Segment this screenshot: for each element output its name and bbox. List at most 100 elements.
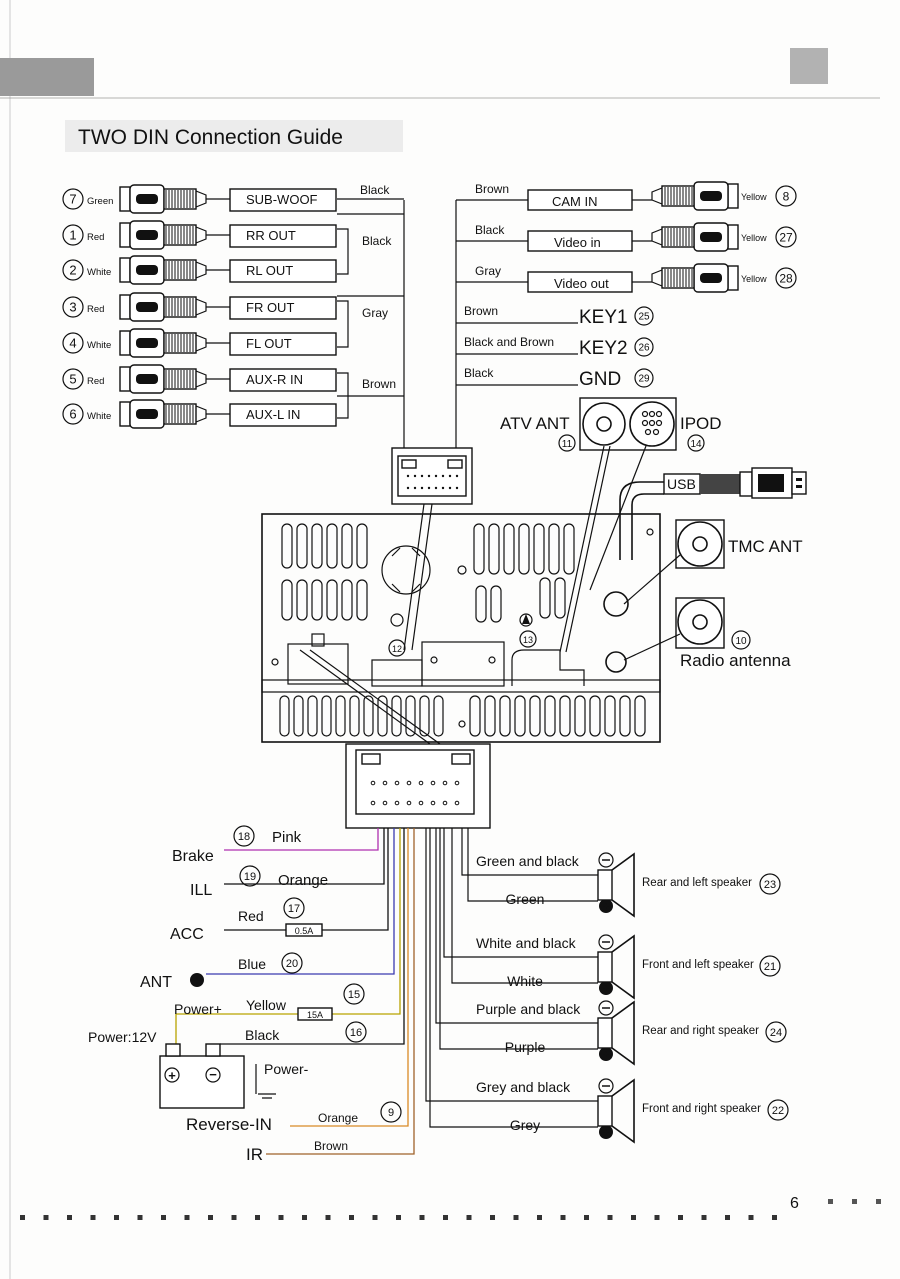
atv-ipod-port [579,397,677,451]
radio-antenna-port [623,597,725,661]
title-band [65,120,403,152]
rca-number-6: 6 [69,407,76,422]
rca-color-label: Red [87,304,104,315]
rca-wire-color: Brown [362,377,396,391]
page-number: 6 [790,1195,799,1212]
usb-label: USB [667,476,696,492]
radio-number: 10 [735,636,747,647]
unit-port-12: 12 [392,644,402,654]
rca-color-label: Yellow [741,233,767,243]
key-wire-color: Brown [464,304,498,318]
key-wire-color: Black [464,366,494,380]
rca-signal-label: FR OUT [246,300,294,315]
ir-label: IR [246,1145,263,1164]
header-bar-left [0,58,94,96]
speaker-pos-wire: Purple [505,1039,546,1055]
rca-signal-label: AUX-R IN [246,372,303,387]
rca-signal-label: AUX-L IN [246,407,300,422]
speaker-neg-wire: White and black [476,935,577,951]
rca-signal-label: CAM IN [552,194,598,209]
page-title: TWO DIN Connection Guide [78,126,343,149]
rca-number-2: 2 [69,263,76,278]
speaker-pos-wire: Grey [510,1117,540,1133]
header-bar-right [790,48,828,84]
rca-signal-label: RR OUT [246,228,296,243]
rca-number-8: 8 [783,189,790,203]
key-gnd: Black GND 29 [456,366,654,390]
svg-text:+: + [603,1127,609,1139]
rca-signal-label: Video out [554,276,609,291]
rca-wire-color: Gray [475,264,501,278]
reverse-label: Reverse-IN [186,1115,272,1134]
brake-wire-color: Pink [272,829,302,846]
rca-color-label: Red [87,232,104,243]
ill-wire-color: Orange [278,872,328,889]
key-number-29: 29 [638,374,650,385]
speaker-neg-wire: Grey and black [476,1079,571,1095]
reverse-wire-color: Orange [318,1111,358,1125]
svg-text:+: + [603,1049,609,1061]
rca-signal-label: RL OUT [246,263,293,278]
rca-signal-label: FL OUT [246,336,292,351]
power-supply-label: Power:12V [88,1029,157,1045]
power-plus-wire-color: Yellow [246,997,287,1013]
ir-wire-color: Brown [314,1139,348,1153]
rca-color-label: Yellow [741,274,767,284]
rca-signal-label: SUB-WOOF [246,192,318,207]
rca-wire-color: Black [362,234,392,248]
speaker-neg-wire: Purple and black [476,1001,581,1017]
speaker-pos-wire: Green [506,891,545,907]
speaker-label: Rear and right speaker [642,1025,759,1037]
unit-port-13: 13 [523,635,533,645]
rca-number-28: 28 [779,271,793,285]
rca-sub-woof: 7 Green SUB-WOOF Black [62,183,390,214]
acc-number: 17 [288,903,300,915]
rca-signal-label: Video in [554,235,601,250]
rca-wire-color: Black [360,183,390,197]
atv-ant-label: ATV ANT [500,414,570,433]
ant-number: 20 [286,958,298,970]
battery: + − [159,1043,276,1109]
speaker-number-23: 23 [764,879,776,891]
svg-text:+: + [603,901,609,913]
rca-wire-color: Gray [362,306,388,320]
rca-number-3: 3 [69,300,76,315]
black-wire-color: Black [245,1027,280,1043]
svg-text:+: + [168,1068,176,1083]
key-wire-color: Black and Brown [464,335,554,349]
rca-number-7: 7 [69,192,76,207]
power-plus-number: 15 [348,989,360,1001]
bottom-harness-connector [345,743,491,829]
key-label: GND [579,369,621,390]
speaker-neg-wire: Green and black [476,853,580,869]
svg-text:+: + [193,974,200,988]
power-plus-label: Power+ [174,1001,222,1017]
rca-color-label: Red [87,376,104,387]
acc-fuse: 0.5A [295,926,314,936]
speaker-label: Rear and left speaker [642,877,752,889]
black-number: 16 [350,1027,362,1039]
rca-number-27: 27 [779,230,793,244]
ant-wire-color: Blue [238,956,266,972]
tmc-ant-label: TMC ANT [728,537,803,556]
reverse-number: 9 [388,1107,394,1119]
svg-text:−: − [209,1067,217,1082]
speaker-pos-wire: White [507,973,543,989]
rca-color-label: Green [87,196,113,207]
usb-plug [619,467,807,560]
key-label: KEY2 [579,338,628,359]
speaker-label: Front and right speaker [642,1103,761,1115]
